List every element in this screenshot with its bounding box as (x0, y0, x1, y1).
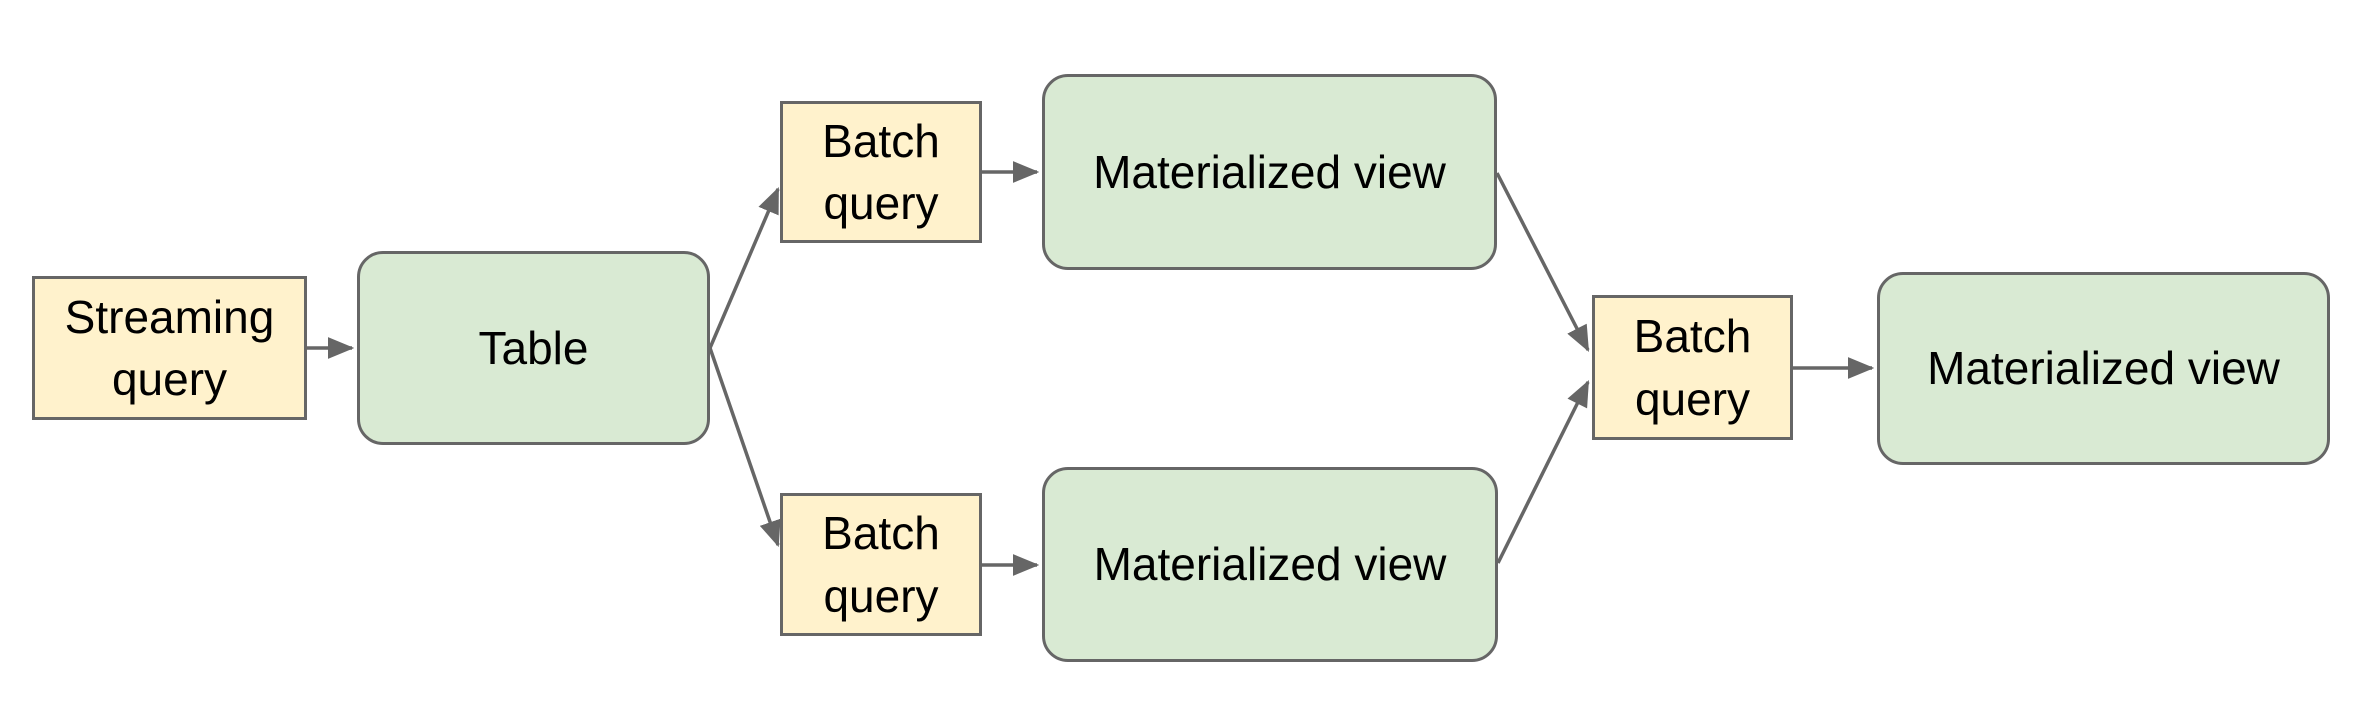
node-materialized-view-final: Materialized view (1877, 272, 2330, 465)
node-batch-query-bottom: Batch query (780, 493, 982, 636)
node-batch-query-top: Batch query (780, 101, 982, 243)
node-table-label: Table (478, 321, 589, 374)
node-materialized-view-top: Materialized view (1042, 74, 1497, 270)
node-batch-query-top-label: Batch query (822, 114, 940, 229)
node-table: Table (357, 251, 710, 445)
node-materialized-view-top-label: Materialized view (1093, 145, 1446, 198)
edge-table-to-batch-query-top (708, 186, 780, 349)
node-batch-query-merge-label: Batch query (1633, 310, 1752, 425)
node-materialized-view-final-label: Materialized view (1927, 342, 2280, 395)
node-streaming-query-label: Streaming query (64, 290, 275, 405)
node-materialized-view-bottom: Materialized view (1042, 467, 1498, 662)
node-streaming-query: Streaming query (32, 276, 307, 420)
node-batch-query-bottom-label: Batch query (822, 507, 940, 622)
edge-materialized-view-top-to-batch-query-merge (1495, 172, 1590, 352)
edge-table-to-batch-query-bottom (708, 347, 781, 548)
node-batch-query-merge: Batch query (1592, 295, 1793, 440)
node-materialized-view-bottom-label: Materialized view (1093, 538, 1447, 591)
edge-materialized-view-bottom-to-batch-query-merge (1496, 380, 1590, 564)
